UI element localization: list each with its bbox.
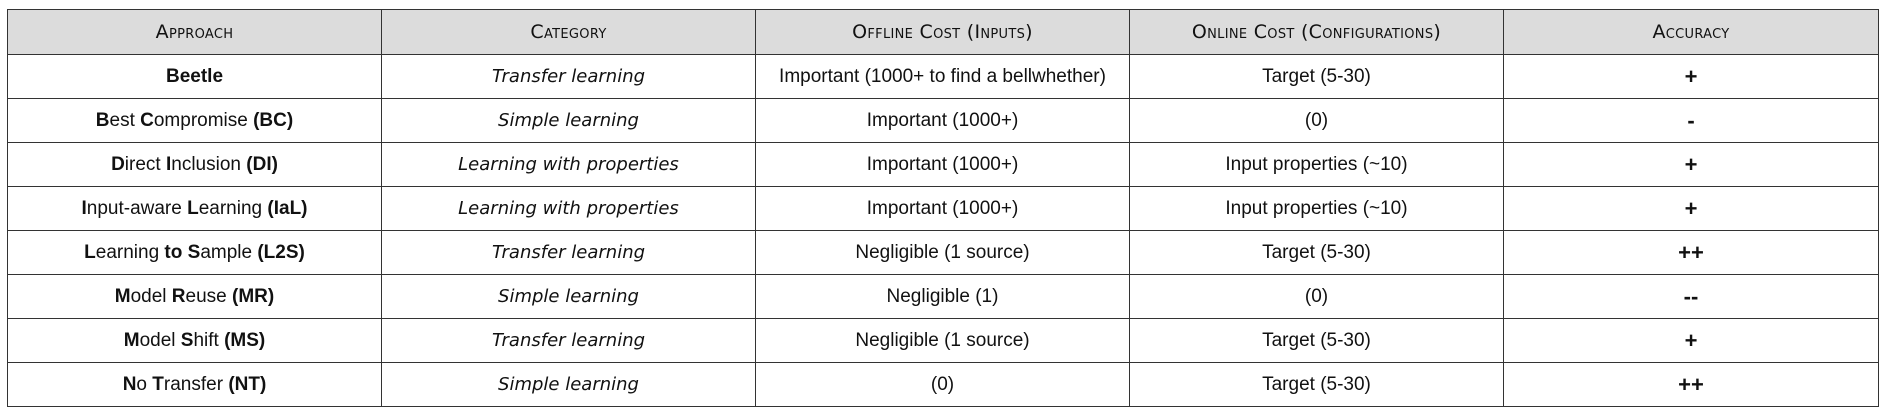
approach-text-segment: to [164, 241, 188, 263]
approach-cell: No Transfer (NT) [7, 362, 382, 407]
approach-cell: Model Reuse (MR) [7, 274, 382, 319]
approach-text-segment: T [152, 373, 164, 395]
approach-text-segment: S [187, 241, 201, 263]
category-cell: Transfer learning [381, 54, 756, 99]
approach-text-segment: (MS) [224, 329, 266, 351]
approach-text-segment: C [140, 109, 154, 131]
approach-text-segment: ompromise [153, 109, 254, 131]
approach-text-segment: odel [139, 329, 181, 351]
accuracy-cell: + [1503, 54, 1879, 99]
accuracy-cell: -- [1503, 274, 1879, 319]
online-cost-cell: Target (5-30) [1129, 318, 1504, 363]
offline-cost-cell: Negligible (1 source) [755, 318, 1130, 363]
approach-cell: Direct Inclusion (DI) [7, 142, 382, 187]
approach-text-segment: S [180, 329, 194, 351]
online-cost-cell: Input properties (~10) [1129, 142, 1504, 187]
approach-text-segment: R [171, 285, 186, 307]
offline-cost-cell: Negligible (1) [755, 274, 1130, 319]
table-row: Learning to Sample (L2S)Transfer learnin… [7, 230, 1879, 275]
approach-cell: Best Compromise (BC) [7, 98, 382, 143]
online-cost-cell: Input properties (~10) [1129, 186, 1504, 231]
approach-text-segment: o [136, 373, 153, 395]
approach-text-segment: (DI) [246, 153, 278, 175]
header-online-cost: Online Cost (Configurations) [1129, 9, 1504, 55]
table-row: Direct Inclusion (DI)Learning with prope… [7, 142, 1879, 187]
comparison-table: Approach Category Offline Cost (Inputs) … [7, 9, 1879, 407]
online-cost-cell: (0) [1129, 274, 1504, 319]
approach-cell: Learning to Sample (L2S) [7, 230, 382, 275]
approach-text-segment: L [187, 197, 199, 219]
online-cost-cell: Target (5-30) [1129, 230, 1504, 275]
approach-text-segment: M [114, 285, 131, 307]
category-cell: Simple learning [381, 98, 756, 143]
category-cell: Learning with properties [381, 142, 756, 187]
approach-text-segment: I [165, 153, 172, 175]
online-cost-cell: Target (5-30) [1129, 54, 1504, 99]
approach-text-segment: odel [130, 285, 172, 307]
approach-text-segment: irect [124, 153, 166, 175]
approach-text-segment: (NT) [228, 373, 267, 395]
table-header: Approach Category Offline Cost (Inputs) … [7, 9, 1879, 55]
approach-text-segment: euse [185, 285, 233, 307]
approach-cell: Beetle [7, 54, 382, 99]
approach-text-segment: ransfer [163, 373, 229, 395]
offline-cost-cell: Important (1000+) [755, 98, 1130, 143]
header-accuracy: Accuracy [1503, 9, 1879, 55]
approach-text-segment: I [81, 197, 87, 219]
online-cost-cell: (0) [1129, 98, 1504, 143]
approach-text-segment: N [122, 373, 137, 395]
accuracy-cell: ++ [1503, 362, 1879, 407]
category-cell: Simple learning [381, 274, 756, 319]
header-row: Approach Category Offline Cost (Inputs) … [7, 9, 1879, 55]
approach-text-segment: L [84, 241, 96, 263]
approach-text-segment: (L2S) [257, 241, 305, 263]
approach-cell: Model Shift (MS) [7, 318, 382, 363]
header-approach: Approach [7, 9, 382, 55]
approach-text-segment: Beetle [165, 65, 224, 87]
accuracy-cell: ++ [1503, 230, 1879, 275]
accuracy-cell: - [1503, 98, 1879, 143]
category-cell: Transfer learning [381, 318, 756, 363]
header-category: Category [381, 9, 756, 55]
approach-text-segment: ample [200, 241, 258, 263]
approach-text-segment: hift [193, 329, 225, 351]
approach-text-segment: earning [95, 241, 165, 263]
offline-cost-cell: Important (1000+) [755, 186, 1130, 231]
offline-cost-cell: Negligible (1 source) [755, 230, 1130, 275]
category-cell: Simple learning [381, 362, 756, 407]
online-cost-cell: Target (5-30) [1129, 362, 1504, 407]
approach-text-segment: D [111, 153, 125, 175]
accuracy-cell: + [1503, 186, 1879, 231]
accuracy-cell: + [1503, 142, 1879, 187]
category-cell: Learning with properties [381, 186, 756, 231]
offline-cost-cell: Important (1000+ to find a bellwhether) [755, 54, 1130, 99]
offline-cost-cell: Important (1000+) [755, 142, 1130, 187]
accuracy-cell: + [1503, 318, 1879, 363]
table-row: Input-aware Learning (IaL)Learning with … [7, 186, 1879, 231]
approach-text-segment: (IaL) [267, 197, 308, 219]
comparison-table-container: Approach Category Offline Cost (Inputs) … [7, 9, 1879, 407]
approach-text-segment: (BC) [253, 109, 294, 131]
category-cell: Transfer learning [381, 230, 756, 275]
header-offline-cost: Offline Cost (Inputs) [755, 9, 1130, 55]
approach-cell: Input-aware Learning (IaL) [7, 186, 382, 231]
approach-text-segment: (MR) [232, 285, 275, 307]
approach-text-segment: B [95, 109, 110, 131]
approach-text-segment: M [123, 329, 140, 351]
offline-cost-cell: (0) [755, 362, 1130, 407]
approach-text-segment: est [109, 109, 141, 131]
approach-text-segment: nclusion [171, 153, 247, 175]
approach-text-segment: nput-aware [86, 197, 188, 219]
approach-text-segment: earning [198, 197, 268, 219]
table-row: No Transfer (NT)Simple learning(0)Target… [7, 362, 1879, 407]
